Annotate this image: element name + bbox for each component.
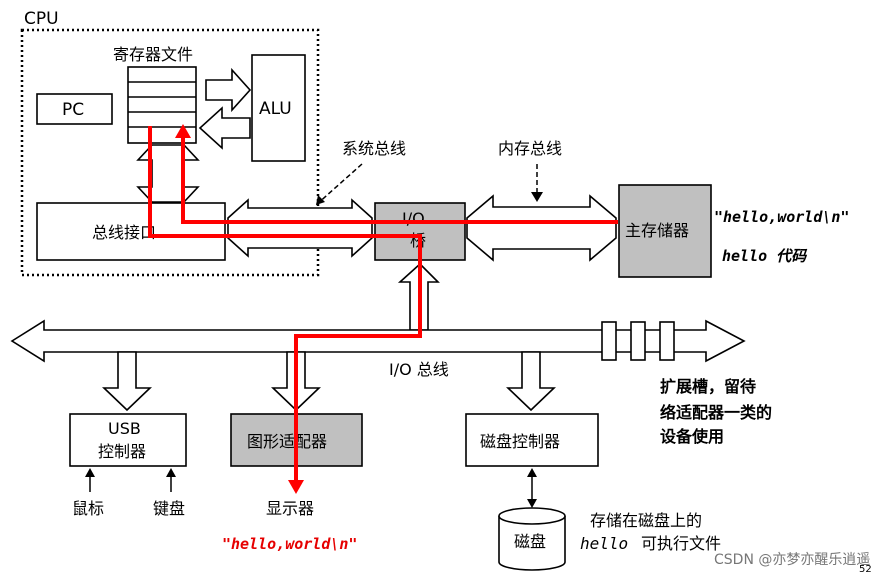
expansion-note-1: 扩展槽，留待 — [660, 377, 756, 396]
memory-bus-label: 内存总线 — [498, 139, 562, 158]
io-bus-label: I/O 总线 — [389, 360, 449, 379]
register-file — [127, 66, 197, 144]
regfile-to-alu-arrow — [205, 67, 252, 113]
usb-controller — [69, 413, 187, 467]
data-path — [148, 126, 618, 480]
usb-label-1: USB — [108, 419, 141, 438]
watermark: CSDN @亦梦亦醒乐逍遥 — [714, 552, 870, 568]
page-corner: 52 — [859, 564, 872, 575]
disk-label: 磁盘 — [514, 532, 546, 551]
expansion-note-3: 设备使用 — [660, 427, 724, 446]
mouse-label: 鼠标 — [72, 499, 104, 518]
disk — [498, 507, 566, 571]
disk-note-2-mono: hello — [580, 534, 628, 553]
bus-interface — [36, 202, 226, 261]
memory-to-cpu-path — [181, 130, 618, 224]
main-memory-label: 主存储器 — [625, 221, 689, 240]
memory-bus — [466, 194, 617, 262]
system-bus — [227, 198, 373, 258]
system-bus-pointer — [315, 163, 363, 206]
disk-controller-drop-arrow — [506, 351, 556, 412]
cpu-to-display-path — [148, 126, 422, 480]
usb-drop-arrow — [102, 351, 152, 412]
alu-to-regfile-arrow — [198, 106, 251, 150]
regfile-bus-interface-arrow — [136, 144, 200, 203]
expansion-slots — [601, 321, 675, 361]
disk-controller-label: 磁盘控制器 — [480, 432, 560, 451]
display-label: 显示器 — [266, 499, 314, 518]
pc-label: PC — [62, 100, 84, 120]
system-bus-label: 系统总线 — [342, 139, 406, 158]
io-bus — [10, 319, 746, 363]
alu — [251, 54, 306, 162]
keyboard-label: 键盘 — [153, 499, 185, 518]
disk-note-2-rest: 可执行文件 — [641, 534, 721, 553]
disk-note-1: 存储在磁盘上的 — [590, 511, 702, 530]
cpu-label: CPU — [24, 9, 59, 29]
pc-register — [36, 93, 113, 125]
io-bridge-label-1: I/O — [402, 209, 425, 228]
main-memory — [618, 184, 712, 278]
graphics-adapter-label: 图形适配器 — [247, 432, 327, 451]
expansion-note-2: 络适配器一类的 — [660, 403, 772, 422]
hello-code-label: hello 代码 — [722, 247, 808, 265]
disk-controller — [465, 413, 599, 467]
hello-world-on-display: "hello,world\n" — [222, 535, 357, 553]
alu-label: ALU — [259, 99, 292, 119]
bus-interface-label: 总线接口 — [92, 223, 156, 242]
path-arrowhead-up — [175, 124, 191, 138]
register-file-label: 寄存器文件 — [113, 45, 193, 64]
usb-label-2: 控制器 — [98, 442, 146, 461]
hello-world-in-memory: "hello,world\n" — [714, 208, 849, 226]
path-arrowhead-down — [288, 480, 304, 494]
